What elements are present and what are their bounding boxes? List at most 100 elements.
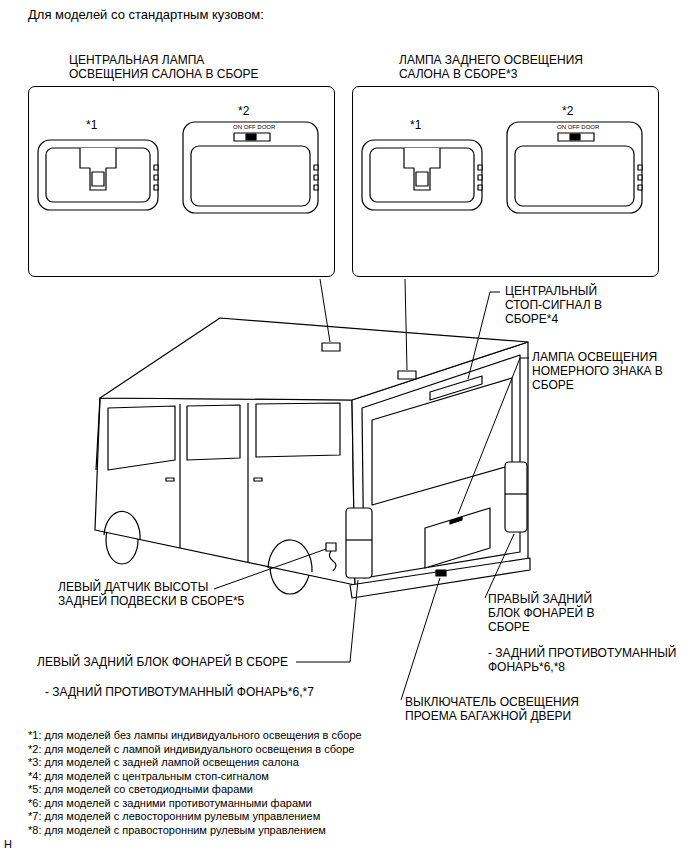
label-box: ПРАВЫЙ ЗАДНИЙ БЛОК ФОНАРЕЙ В СБОРЕ	[488, 592, 613, 634]
label-box: *6: для моделей с задними противотуманны…	[28, 797, 312, 810]
lamp-drawing	[507, 122, 642, 213]
van-body	[346, 508, 372, 578]
label-box: ЛАМПА ОСВЕЩЕНИЯ НОМЕРНОГО ЗНАКА В СБОРЕ	[532, 350, 674, 392]
footnote: *6: для моделей с задними противотуманны…	[28, 797, 312, 809]
lamp-drawing	[46, 148, 150, 202]
van-body	[254, 478, 262, 481]
van-body	[346, 539, 372, 540]
part-label: ПРАВЫЙ ЗАДНИЙ БЛОК ФОНАРЕЙ В СБОРЕ	[488, 592, 595, 634]
callout-number: *1	[86, 118, 97, 132]
page-title: Для моделей со стандартным кузовом:	[28, 7, 264, 22]
van-body	[398, 371, 416, 379]
van-body	[100, 318, 528, 400]
van-body	[425, 508, 490, 568]
label-box: *1	[86, 118, 97, 132]
leader-lines	[214, 279, 529, 700]
lamp-drawing	[234, 133, 270, 141]
label-box: ON OFF DOOR	[233, 124, 275, 131]
figure-code: H	[4, 838, 12, 850]
lamp-drawing	[92, 172, 104, 186]
van-body	[96, 398, 100, 470]
leader-lines	[214, 549, 326, 589]
van-body	[256, 403, 340, 457]
leader-lines	[405, 279, 407, 370]
label-box: *7: для моделей с левосторонним рулевым …	[28, 810, 320, 823]
leader-lines	[458, 358, 529, 514]
label-box: ON OFF DOOR	[557, 124, 599, 131]
footnote: *5: для моделей со светодиодными фарами	[28, 783, 253, 795]
switch-marking: ON OFF DOOR	[233, 124, 275, 130]
part-label: ЛАМПА ОСВЕЩЕНИЯ НОМЕРНОГО ЗНАКА В СБОРЕ	[532, 350, 663, 392]
lamp-drawing	[191, 146, 310, 206]
footnote: *8: для моделей с правосторонним рулевым…	[28, 824, 326, 836]
label-box: *4: для моделей с центральным стоп-сигна…	[28, 770, 269, 783]
leader-lines	[468, 292, 500, 379]
title-box: Для моделей со стандартным кузовом:	[28, 8, 264, 22]
panel-box: ЦЕНТРАЛЬНАЯ ЛАМПА ОСВЕЩЕНИЯ САЛОНА В СБО…	[28, 86, 335, 277]
van-body	[187, 405, 240, 460]
lamp-drawing	[314, 175, 318, 180]
label-box: *1	[410, 118, 421, 132]
van-body	[505, 462, 527, 532]
lamp-drawing	[154, 185, 158, 190]
leader-lines	[296, 580, 358, 662]
illustration	[38, 122, 642, 700]
lamp-drawing	[314, 165, 318, 170]
footnote: *4: для моделей с центральным стоп-сигна…	[28, 770, 269, 782]
label-box: - ЗАДНИЙ ПРОТИВОТУМАННЫЙ ФОНАРЬ*6,*8	[488, 646, 682, 674]
lamp-drawing	[154, 165, 158, 170]
van-body	[166, 478, 174, 481]
label-box: *3: для моделей с задней лампой освещени…	[28, 756, 299, 769]
van-body	[95, 398, 355, 585]
lamp-drawing	[314, 185, 318, 190]
van-body	[436, 570, 446, 576]
panel-box: ЛАМПА ЗАДНЕГО ОСВЕЩЕНИЯ САЛОНА В СБОРЕ*3	[352, 86, 659, 277]
callout-number: *2	[238, 104, 249, 118]
part-label: ЛЕВЫЙ ЗАДНИЙ БЛОК ФОНАРЕЙ В СБОРЕ	[37, 655, 288, 669]
part-label: ВЫКЛЮЧАТЕЛЬ ОСВЕЩЕНИЯ ПРОЕМА БАГАЖНОЙ ДВ…	[405, 695, 579, 723]
van-body	[430, 376, 482, 400]
lamp-drawing	[154, 175, 158, 180]
leader-lines	[485, 534, 514, 598]
label-box: *2	[238, 104, 249, 118]
van-body	[180, 403, 248, 562]
label-box: *1: для моделей без лампы индивидуальног…	[28, 729, 362, 742]
van-body	[326, 543, 336, 551]
footnote: *2: для моделей с лампой индивидуального…	[28, 743, 354, 755]
lamp-drawing	[362, 140, 482, 210]
label-box: ВЫКЛЮЧАТЕЛЬ ОСВЕЩЕНИЯ ПРОЕМА БАГАЖНОЙ ДВ…	[405, 695, 620, 723]
van-body	[329, 551, 336, 571]
label-box: *2	[562, 104, 573, 118]
lamp-drawing	[246, 134, 256, 140]
part-label: - ЗАДНИЙ ПРОТИВОТУМАННЫЙ ФОНАРЬ*6,*7	[45, 685, 314, 699]
label-box: ЦЕНТРАЛЬНЫЙ СТОП-СИГНАЛ В СБОРЕ*4	[505, 284, 623, 326]
van-body	[108, 406, 175, 470]
label-box: *8: для моделей с правосторонним рулевым…	[28, 824, 326, 837]
switch-marking: ON OFF DOOR	[557, 124, 599, 130]
lamp-drawing	[183, 122, 318, 213]
panel-heading: ЛАМПА ЗАДНЕГО ОСВЕЩЕНИЯ САЛОНА В СБОРЕ*3	[399, 53, 614, 81]
footnote: *3: для моделей с задней лампой освещени…	[28, 756, 299, 768]
van-body	[104, 511, 140, 540]
label-box: ЛЕВЫЙ ЗАДНИЙ БЛОК ФОНАРЕЙ В СБОРЕ	[37, 655, 288, 669]
label-box: ЛЕВЫЙ ДАТЧИК ВЫСОТЫ ЗАДНЕЙ ПОДВЕСКИ В СБ…	[58, 580, 254, 608]
callout-number: *2	[562, 104, 573, 118]
van-body	[505, 493, 527, 494]
lamp-drawing	[38, 140, 158, 210]
lamp-drawing	[80, 148, 116, 190]
label-box: - ЗАДНИЙ ПРОТИВОТУМАННЫЙ ФОНАРЬ*6,*7	[45, 685, 314, 699]
label-box: *2: для моделей с лампой индивидуального…	[28, 743, 354, 756]
callout-number: *1	[410, 118, 421, 132]
part-label: - ЗАДНИЙ ПРОТИВОТУМАННЫЙ ФОНАРЬ*6,*8	[488, 646, 676, 674]
part-label: ЦЕНТРАЛЬНЫЙ СТОП-СИГНАЛ В СБОРЕ*4	[505, 284, 602, 326]
panel-heading: ЦЕНТРАЛЬНАЯ ЛАМПА ОСВЕЩЕНИЯ САЛОНА В СБО…	[69, 53, 269, 81]
lamp-drawing	[38, 140, 158, 210]
van-body	[322, 343, 340, 351]
van-body	[372, 378, 512, 505]
part-label: ЛЕВЫЙ ДАТЧИК ВЫСОТЫ ЗАДНЕЙ ПОДВЕСКИ В СБ…	[58, 580, 244, 608]
leader-lines	[401, 578, 440, 700]
label-box: H	[4, 838, 12, 851]
van-body	[362, 355, 520, 578]
lamp-drawing	[183, 122, 318, 213]
